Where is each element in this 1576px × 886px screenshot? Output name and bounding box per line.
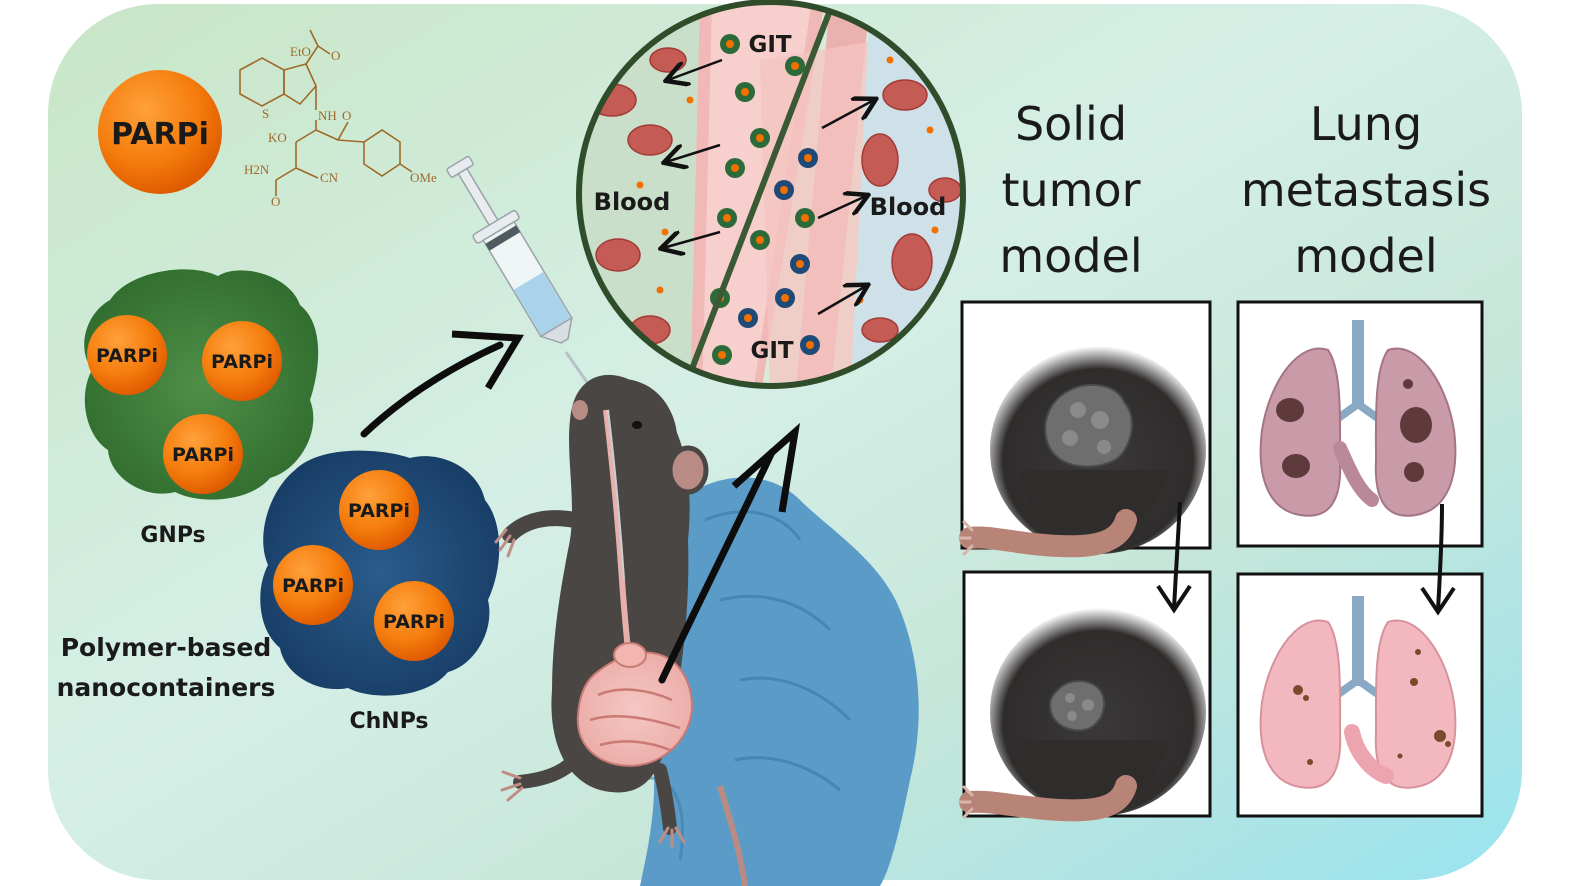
chemical-structure <box>239 29 413 196</box>
lung-metastasis-title: Lung metastasis model <box>1241 97 1491 283</box>
lungs-icon <box>1259 320 1457 517</box>
chem-label: O <box>271 194 280 209</box>
mouse-icon <box>494 374 748 886</box>
chnps-particle <box>339 470 419 550</box>
gnps-caption: GNPs <box>140 523 205 548</box>
chem-label: S <box>262 106 269 121</box>
gnps-particle-label: PARPi <box>172 444 234 466</box>
title-line: Lung <box>1310 97 1422 151</box>
lungs-icon <box>1259 596 1457 789</box>
title-line: model <box>1294 229 1437 283</box>
chem-label: CN <box>320 170 339 185</box>
solid-tumor-before-panel <box>958 300 1212 558</box>
gnps-particle <box>87 315 167 395</box>
title-line: tumor <box>1001 163 1140 217</box>
solid-tumor-title: Solid tumor model <box>999 97 1142 283</box>
title-line: metastasis <box>1241 163 1491 217</box>
gnps-particle <box>202 321 282 401</box>
chem-label: KO <box>268 130 287 145</box>
title-line: Solid <box>1015 97 1127 151</box>
carrier-caption-line2: nanocontainers <box>57 673 276 702</box>
arrow-icon <box>1420 503 1456 616</box>
chnps-particle-label: PARPi <box>282 575 344 597</box>
chnps-particle-label: PARPi <box>383 611 445 633</box>
inset-label-git-bottom: GIT <box>750 338 793 364</box>
chnps-carrier: PARPi PARPi PARPi <box>260 450 500 696</box>
chem-label: O <box>342 108 351 123</box>
chnps-particle-label: PARPi <box>348 500 410 522</box>
parpi-ball <box>98 70 222 194</box>
parpi-ball-label: PARPi <box>111 117 209 152</box>
chnps-particle <box>374 581 454 661</box>
chem-label: O <box>331 48 340 63</box>
arrow-icon <box>1156 501 1192 614</box>
gnps-carrier: PARPi PARPi PARPi <box>84 269 319 500</box>
chemical-structure-labels: EtO O S NH KO O H2N CN O OMe <box>244 44 437 209</box>
inset-label-git-top: GIT <box>748 32 791 58</box>
chnps-particle <box>273 545 353 625</box>
inset-label-blood-left: Blood <box>594 188 671 216</box>
carrier-caption-line1: Polymer-based <box>61 633 272 662</box>
arrow-icon <box>658 422 801 684</box>
lung-after-panel <box>1236 572 1484 818</box>
solid-tumor-after-panel <box>958 570 1212 822</box>
syringe-icon <box>446 155 608 411</box>
gnps-particle-label: PARPi <box>96 345 158 367</box>
chem-label: NH <box>318 108 337 123</box>
chnps-caption: ChNPs <box>349 709 428 734</box>
gnps-particle-label: PARPi <box>211 351 273 373</box>
title-line: model <box>999 229 1142 283</box>
inset-border <box>576 0 966 389</box>
parpi-drug: PARPi <box>98 70 222 194</box>
chem-label: OMe <box>410 170 437 185</box>
chem-label: H2N <box>244 162 270 177</box>
arrow-icon <box>360 330 524 438</box>
gnps-particle <box>163 414 243 494</box>
lung-before-panel <box>1236 300 1484 548</box>
inset-label-blood-right: Blood <box>870 193 947 221</box>
chem-label: EtO <box>290 44 311 59</box>
